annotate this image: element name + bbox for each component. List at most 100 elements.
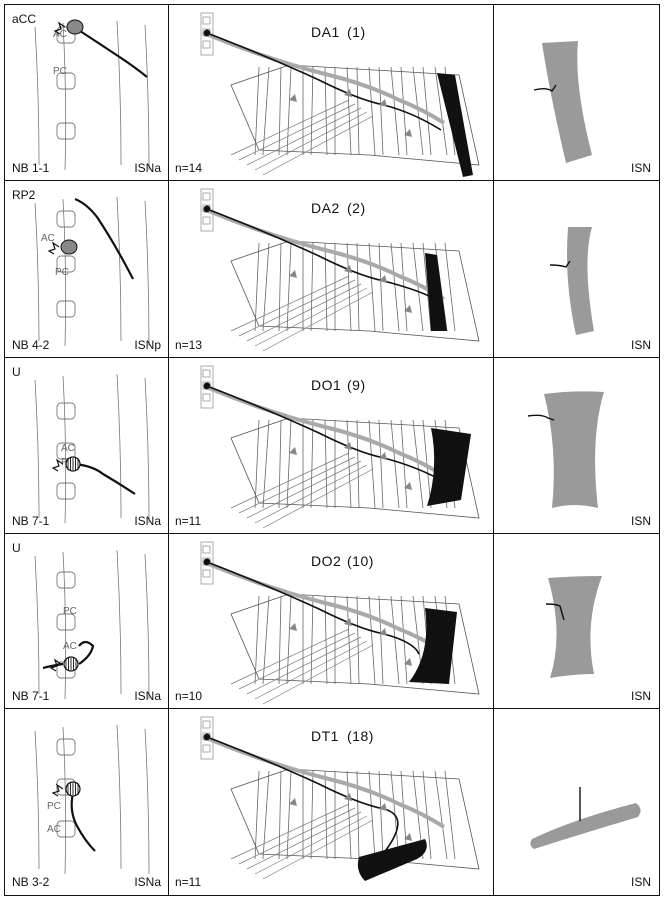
soma (63, 656, 79, 672)
connective-outline (144, 553, 150, 700)
isn-muscle (567, 227, 594, 335)
junction-mark (404, 833, 412, 841)
axon-path (76, 28, 148, 78)
muscle-number: (2) (347, 200, 366, 216)
junction-mark (289, 798, 297, 806)
nerve-terminal (545, 603, 565, 621)
nerve-branch-label: ISNa (134, 161, 161, 175)
connective-outline (144, 728, 150, 875)
connective-outline (144, 24, 150, 171)
cns-column (200, 541, 214, 585)
connective-outline (62, 198, 67, 347)
commissure-box (56, 820, 76, 838)
connective-outline (116, 724, 122, 870)
isn-drawing (527, 391, 604, 508)
soma (65, 781, 81, 797)
isn-muscle (530, 803, 641, 849)
axon-path (206, 561, 420, 655)
junction-mark (404, 658, 412, 666)
junction-mark (289, 270, 297, 278)
cns-column (200, 188, 214, 232)
axon-path (74, 197, 134, 280)
muscle-panel: DT1 (18) n=11 (168, 708, 495, 896)
neuroblast-label: NB 7-1 (12, 514, 50, 528)
commissure-box (56, 442, 76, 460)
junction-mark (344, 793, 352, 801)
soma (65, 456, 81, 472)
junction-mark (289, 94, 297, 102)
commissure-box (56, 210, 76, 228)
connective-outline (144, 377, 150, 524)
commissure-box (56, 72, 76, 90)
neuroblast-label: NB 1-1 (12, 161, 50, 175)
connective-outline (116, 196, 122, 342)
cell-type-label: RP2 (12, 188, 36, 202)
nerve-branch-label: ISNp (134, 338, 161, 352)
dendrite (51, 783, 64, 797)
junction-mark (289, 623, 297, 631)
axon-path (42, 640, 95, 670)
junction-mark (379, 452, 387, 460)
muscle-label: DA1 (311, 24, 340, 40)
cns-column (200, 12, 214, 56)
connective-outline (116, 373, 122, 519)
isn-panel: ISN (493, 357, 660, 535)
muscle-number: (18) (347, 728, 374, 744)
isn-drawing (533, 41, 592, 163)
muscle-field-drawing (200, 541, 480, 705)
junction-mark (344, 265, 352, 273)
isn-panel: ISN (493, 180, 660, 359)
dendrite (49, 658, 62, 672)
connective-outline (34, 202, 40, 342)
segment-label: AC (41, 233, 55, 244)
muscle-number: (10) (347, 553, 374, 569)
connective-outline (34, 26, 40, 166)
muscle-label: DT1 (311, 728, 339, 744)
nerve-label: ISN (630, 514, 651, 528)
cell-type-label: U (12, 365, 21, 379)
muscle-field-drawing (200, 716, 480, 881)
isn-panel: ISN (493, 4, 660, 182)
muscle-panel: DA2(2)n=13 (168, 180, 495, 359)
dendrite (51, 458, 64, 472)
cell-type-label: aCC (12, 12, 37, 26)
axon-path (70, 792, 96, 852)
target-muscle (409, 608, 457, 684)
sample-count: n=11 (175, 875, 202, 889)
sample-count: n=14 (175, 161, 203, 175)
muscle-number: (1) (347, 24, 366, 40)
sample-count: n=11 (175, 514, 202, 528)
neuroblast-label: NB 4-2 (12, 338, 50, 352)
muscle-panel: DA1 (1) n=14 (168, 4, 495, 182)
segment-label: PC (53, 66, 67, 77)
isn-drawing (545, 576, 602, 678)
nerve-branch-label: ISNa (134, 875, 161, 889)
muscle-outline (230, 593, 480, 705)
junction-mark (344, 89, 352, 97)
axon-path (206, 385, 438, 479)
connective-outline (144, 200, 150, 347)
cell-type-label: U (12, 541, 21, 555)
connective-outline (62, 726, 67, 875)
isn-panel: ISN (493, 708, 660, 896)
target-muscle (425, 253, 447, 331)
nerve-label: ISN (630, 161, 651, 175)
segment-label: AC (61, 443, 75, 454)
segment-label: AC (63, 641, 77, 652)
axon-path (206, 32, 442, 131)
connective-outline (34, 379, 40, 519)
nerve-branch-label: ISNa (134, 689, 161, 703)
commissure-box (56, 26, 76, 44)
muscle-label: DO1 (311, 377, 342, 393)
connective-outline (34, 730, 40, 870)
muscle-field-drawing (200, 12, 480, 177)
junction-mark (379, 99, 387, 107)
connective-outline (62, 375, 67, 524)
junction-mark (344, 442, 352, 450)
